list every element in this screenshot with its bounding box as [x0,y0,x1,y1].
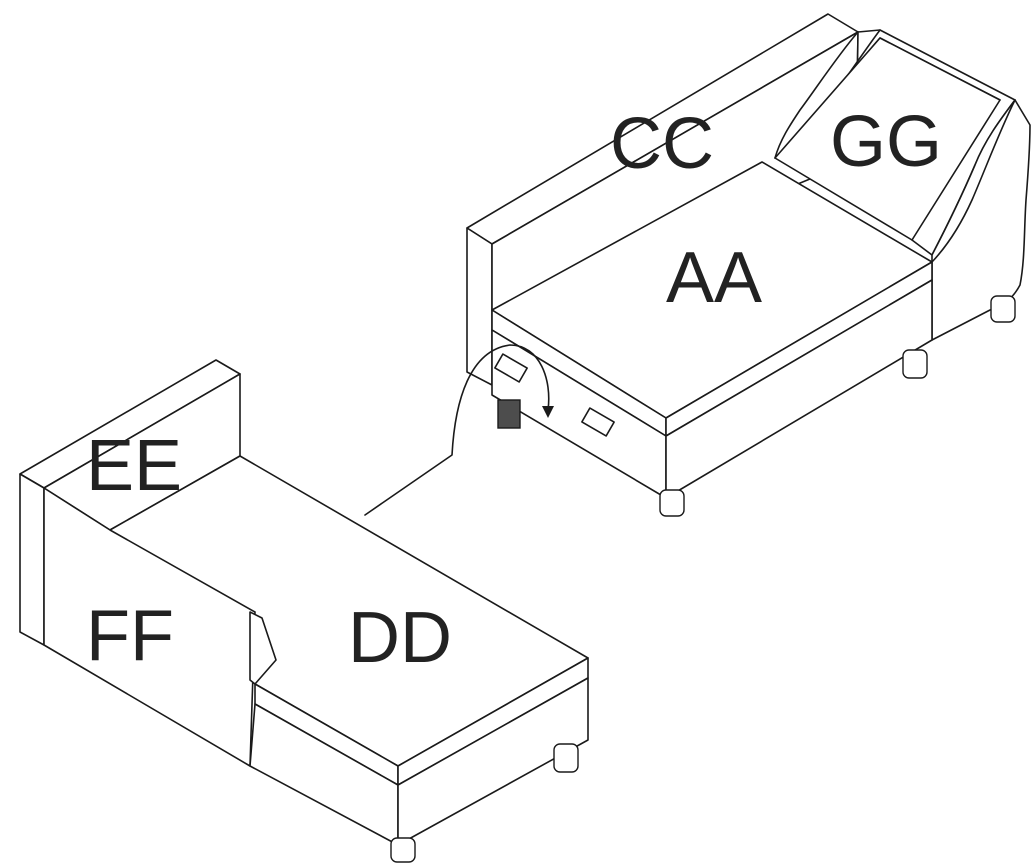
module-d-arm-panel [43,487,256,767]
module-a-back-cushion [774,37,1001,241]
module-d-arm-top [249,611,277,685]
label-dd: DD [348,598,452,678]
label-gg: GG [830,102,942,182]
module-a-leg [659,489,685,517]
module-d-backrest-front [19,473,45,646]
module-a-leg-dark [497,399,521,429]
module-a [466,13,1031,517]
rotate-arrow-icon [364,344,554,516]
handle-icon [581,407,615,437]
label-ee: EE [86,426,182,506]
label-ff: FF [86,596,174,676]
module-d-leg [390,837,416,863]
module-a-base-side [665,279,933,499]
module-a-leg [902,349,928,379]
module-d [19,359,589,863]
handle-icon [494,353,528,383]
label-aa: AA [666,238,762,318]
module-d-base-side [397,677,589,846]
module-a-leg [990,295,1016,323]
module-d-leg [553,743,579,773]
label-cc: CC [610,104,714,184]
